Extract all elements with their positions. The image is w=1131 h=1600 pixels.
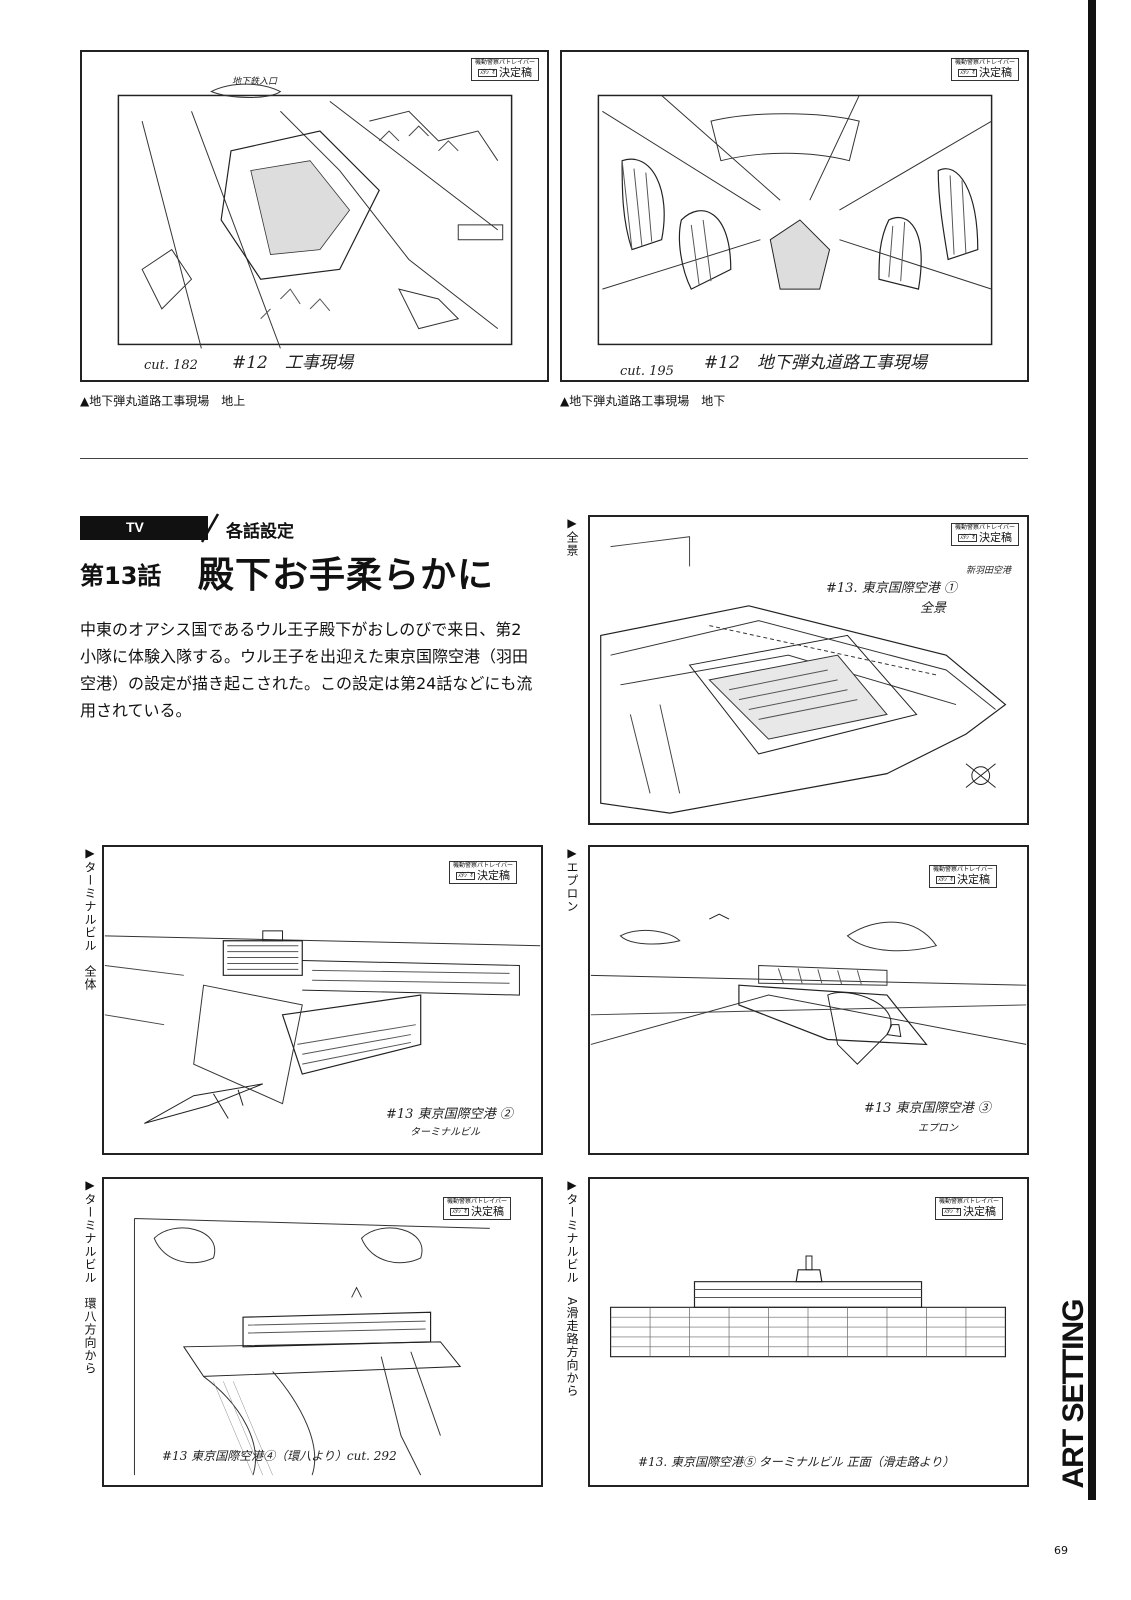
- stamp-status: 決定稿: [956, 873, 990, 886]
- sketch-label: #13. 東京国際空港⑤ ターミナルビル 正面（滑走路より）: [638, 1455, 955, 1469]
- stamp-title: 機動警察パトレイバー: [452, 862, 513, 869]
- approval-stamp: 機動警察パトレイバー ｽﾀｼﾞｵ決定稿: [950, 523, 1019, 546]
- sidebar-label: ART SETTING: [1054, 1294, 1094, 1494]
- caption-terminal-all: ▶ターミナルビル 全体: [83, 846, 97, 991]
- caption-zenkei: ▶全景: [565, 516, 579, 557]
- sketch-note: 地下鉄入口: [232, 77, 278, 87]
- stamp-mark: ｽﾀｼﾞｵ: [455, 872, 475, 880]
- caption-terminal-kanpachi: ▶ターミナルビル 環八方向から: [83, 1178, 97, 1375]
- sketch-sublabel: ターミナルビル: [410, 1127, 480, 1138]
- stamp-mark: ｽﾀｼﾞｵ: [941, 1208, 961, 1216]
- sketch-drawing: [600, 536, 1007, 814]
- episode-number: 第13話: [80, 562, 162, 590]
- sketch-label: #12 地下弾丸道路工事現場: [704, 353, 927, 373]
- sketch-construction-site-underground: 機動警察パトレイバー ｽﾀｼﾞｵ決定稿 cut. 195 #12 地下弾丸道路工…: [560, 50, 1029, 382]
- episode-title: 殿下お手柔らかに: [198, 555, 495, 596]
- tv-tag-label: TV: [126, 519, 144, 535]
- stamp-title: 機動警察パトレイバー: [446, 1198, 507, 1205]
- caption-top-left: ▲地下弾丸道路工事現場 地上: [80, 394, 246, 408]
- sketch-label: #13. 東京国際空港 ①: [826, 581, 957, 596]
- sidebar-label-text: ART SETTING: [1057, 1299, 1090, 1489]
- sketch-drawing: [597, 94, 993, 346]
- episode-description: 中東のオアシス国であるウル王子殿下がおしのびで来日、第2小隊に体験入隊する。ウル…: [80, 620, 533, 720]
- approval-stamp: 機動警察パトレイバー ｽﾀｼﾞｵ決定稿: [950, 58, 1019, 81]
- stamp-title: 機動警察パトレイバー: [474, 59, 535, 66]
- stamp-title: 機動警察パトレイバー: [954, 524, 1015, 531]
- sketch-drawing: [104, 930, 541, 1124]
- sketch-label: #13 東京国際空港 ②: [386, 1107, 513, 1122]
- sketch-sublabel: エプロン: [918, 1123, 958, 1134]
- sketch-drawing: [609, 1255, 1007, 1358]
- approval-stamp: 機動警察パトレイバー ｽﾀｼﾞｵ決定稿: [448, 861, 517, 884]
- stamp-title: 機動警察パトレイバー: [938, 1198, 999, 1205]
- sketch-label: #12 工事現場: [232, 353, 353, 373]
- approval-stamp: 機動警察パトレイバー ｽﾀｼﾞｵ決定稿: [928, 865, 997, 888]
- stamp-status: 決定稿: [962, 1205, 996, 1218]
- stamp-mark: ｽﾀｼﾞｵ: [935, 876, 955, 884]
- caption-apron: ▶エプロン: [565, 846, 579, 913]
- section-heading: 各話設定: [226, 522, 294, 542]
- sketch-label: #13 東京国際空港 ③: [864, 1101, 991, 1116]
- stamp-status: 決定稿: [476, 869, 510, 882]
- slash-divider: [200, 513, 220, 543]
- cut-number: cut. 182: [144, 358, 198, 373]
- sketch-apron: 機動警察パトレイバー ｽﾀｼﾞｵ決定稿 #13 東京国際空港 ③ エプロン: [588, 845, 1029, 1155]
- stamp-mark: ｽﾀｼﾞｵ: [957, 534, 977, 542]
- stamp-status: 決定稿: [498, 66, 532, 79]
- caption-top-right: ▲地下弾丸道路工事現場 地下: [560, 394, 726, 408]
- stamp-title: 機動警察パトレイバー: [954, 59, 1015, 66]
- sketch-terminal-from-kanpachi: 機動警察パトレイバー ｽﾀｼﾞｵ決定稿 #13 東京国際空港④（環八より）cut…: [102, 1177, 543, 1487]
- caption-terminal-runway: ▶ターミナルビル A滑走路方向から: [565, 1178, 579, 1398]
- cut-number: cut. 195: [620, 364, 674, 379]
- sketch-terminal-building: 機動警察パトレイバー ｽﾀｼﾞｵ決定稿 #13 東京国際空港 ② ターミナルビル: [102, 845, 543, 1155]
- sketch-drawing: [117, 83, 513, 349]
- stamp-status: 決定稿: [978, 531, 1012, 544]
- stamp-status: 決定稿: [978, 66, 1012, 79]
- approval-stamp: 機動警察パトレイバー ｽﾀｼﾞｵ決定稿: [934, 1197, 1003, 1220]
- sketch-terminal-from-runway: 機動警察パトレイバー ｽﾀｼﾞｵ決定稿 #13. 東京国際空港⑤ ターミナルビル…: [588, 1177, 1029, 1487]
- approval-stamp: 機動警察パトレイバー ｽﾀｼﾞｵ決定稿: [442, 1197, 511, 1220]
- sketch-label: #13 東京国際空港④（環八より）cut. 292: [162, 1449, 397, 1463]
- sketch-airport-overview: 機動警察パトレイバー ｽﾀｼﾞｵ決定稿 新羽田空港 #13. 東京国際空港 ① …: [588, 515, 1029, 825]
- stamp-title: 機動警察パトレイバー: [932, 866, 993, 873]
- sidebar-bar: [1088, 0, 1096, 1500]
- stamp-status: 決定稿: [470, 1205, 504, 1218]
- sketch-drawing: [133, 1217, 490, 1476]
- sketch-construction-site-ground: 機動警察パトレイバー ｽﾀｼﾞｵ決定稿 地下鉄入口 cut. 182 #12 工…: [80, 50, 549, 382]
- approval-stamp: 機動警察パトレイバー ｽﾀｼﾞｵ決定稿: [470, 58, 539, 81]
- stamp-mark: ｽﾀｼﾞｵ: [957, 69, 977, 77]
- sketch-sublabel: 全景: [920, 601, 947, 616]
- page-number: 69: [1054, 1544, 1068, 1557]
- sketch-note: 新羽田空港: [965, 566, 1011, 576]
- sketch-drawing: [590, 913, 1027, 1065]
- stamp-mark: ｽﾀｼﾞｵ: [449, 1208, 469, 1216]
- section-divider: [80, 458, 1028, 459]
- stamp-mark: ｽﾀｼﾞｵ: [477, 69, 497, 77]
- tv-tag: TV: [80, 516, 208, 540]
